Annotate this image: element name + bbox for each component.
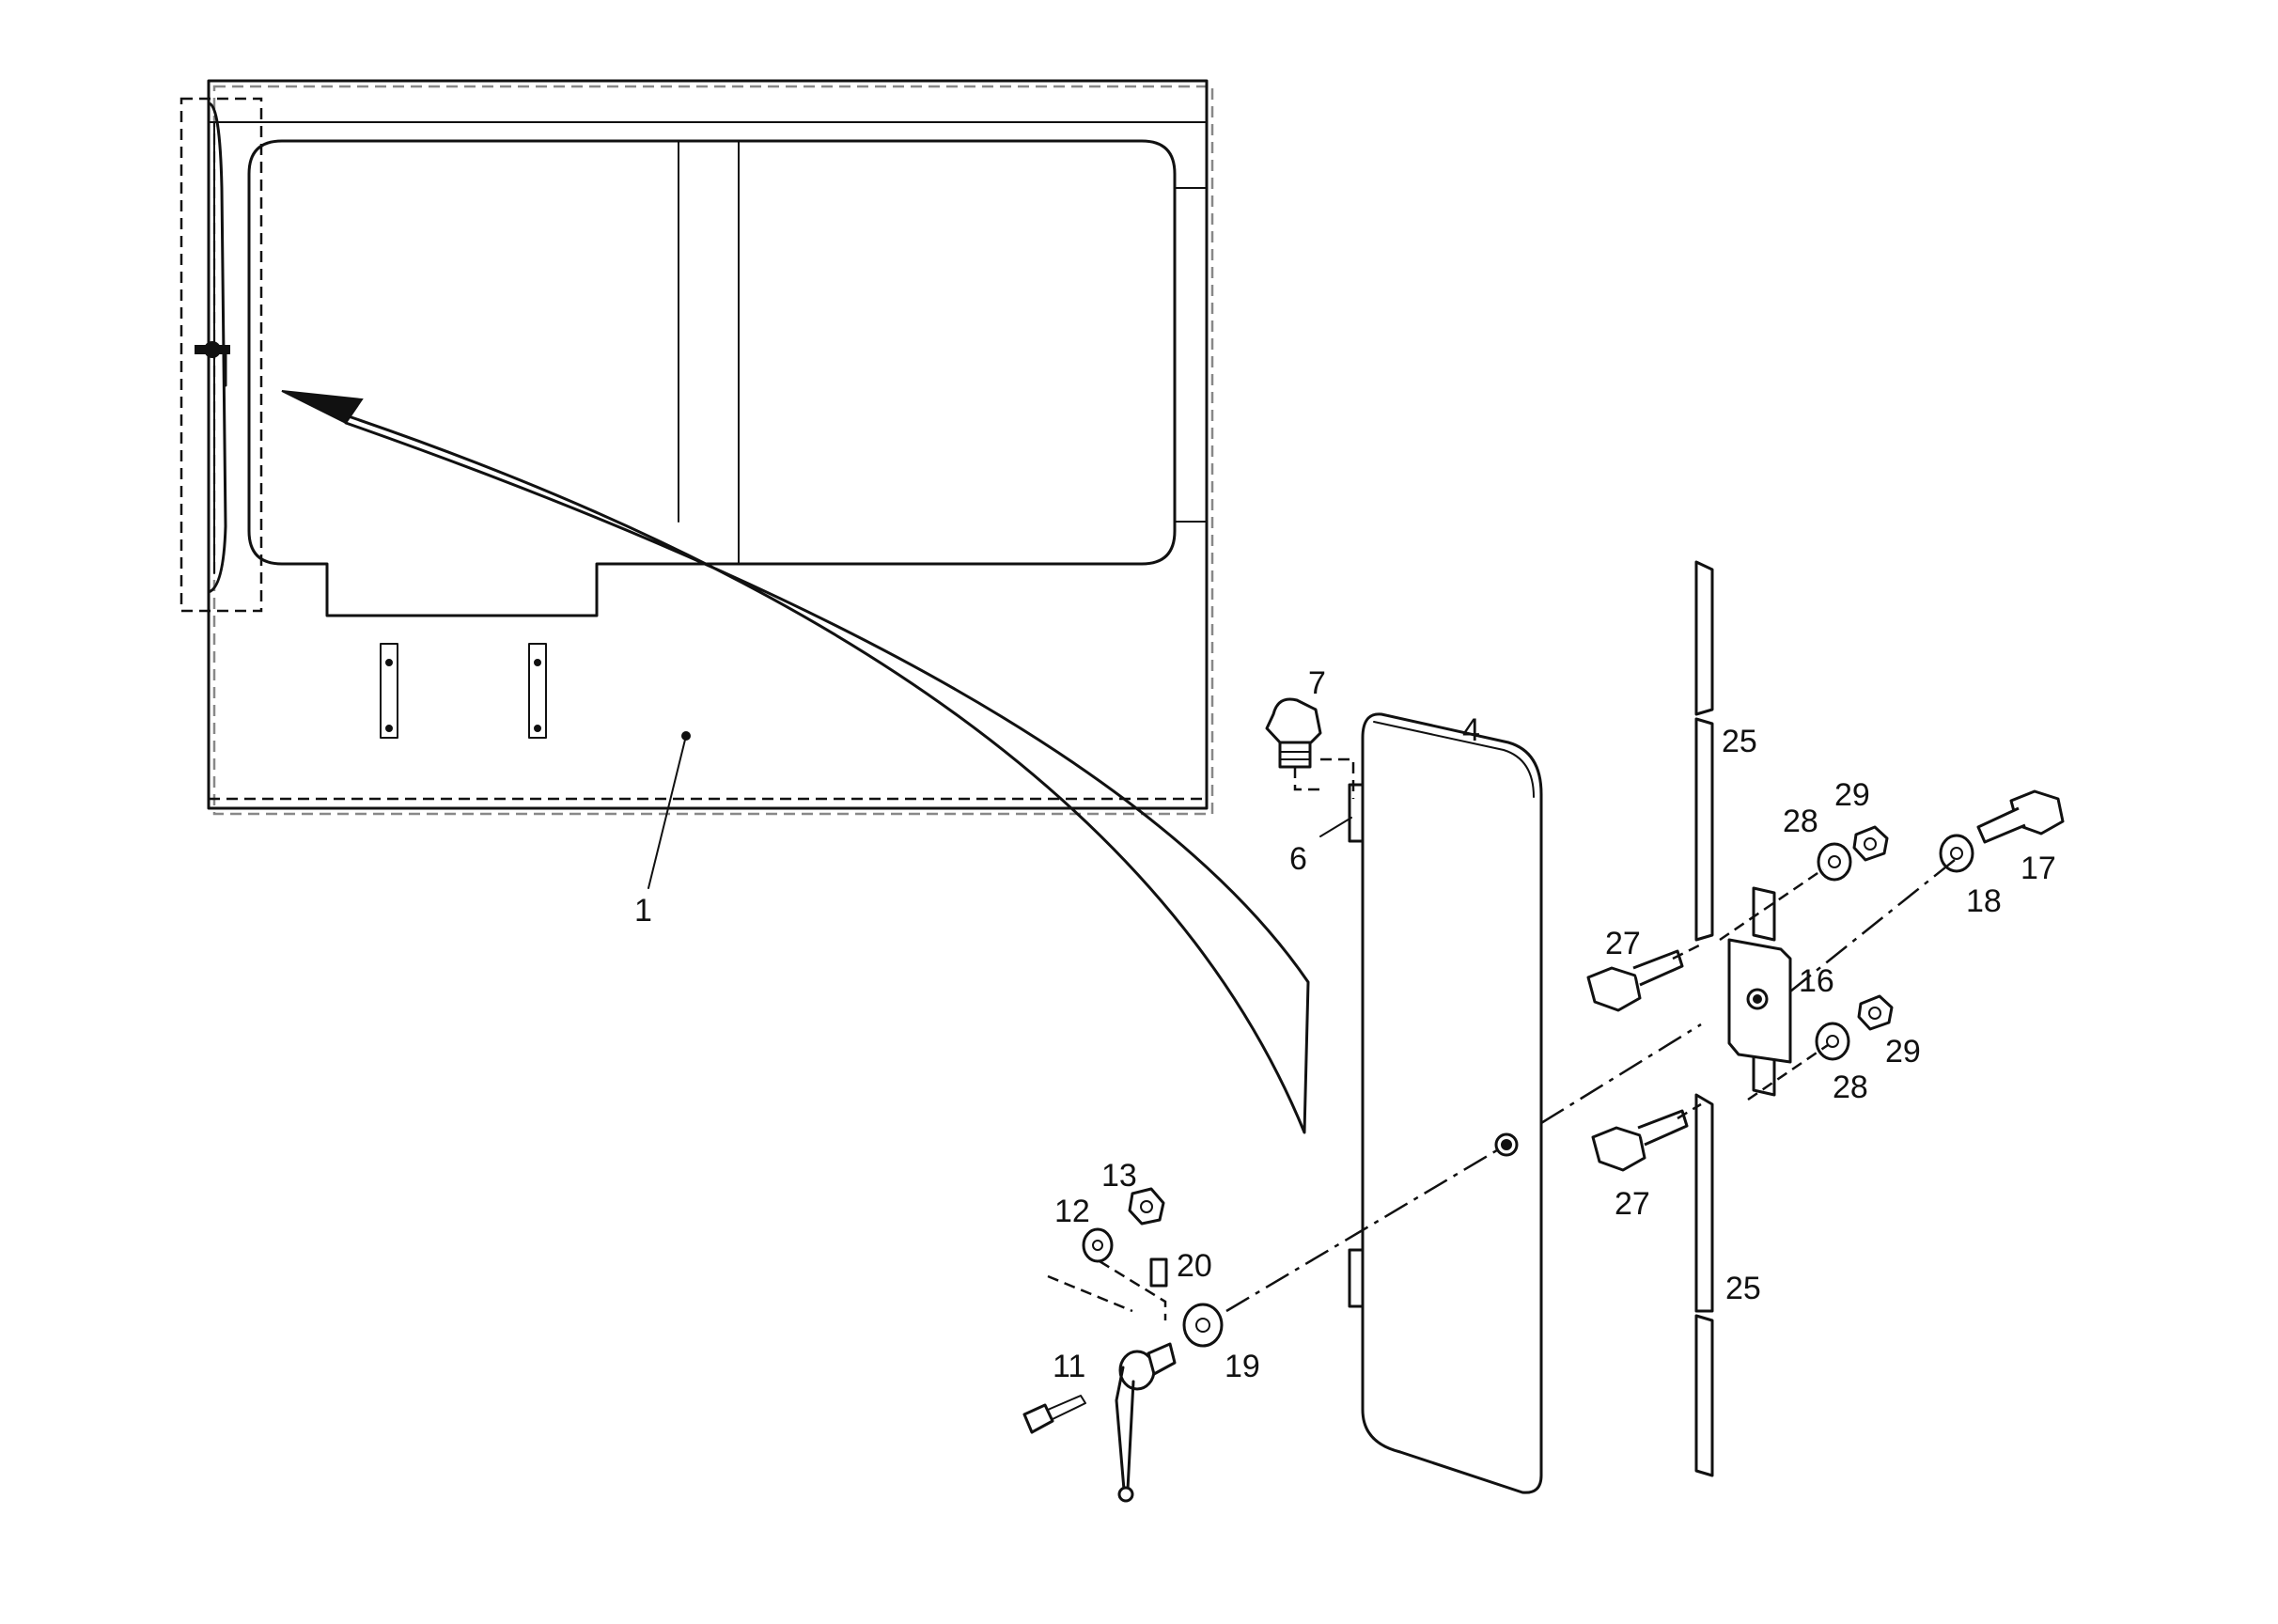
washers-and-nuts — [1815, 825, 1974, 1061]
callout-28-upper: 28 — [1783, 804, 1818, 839]
callout-28-lower: 28 — [1833, 1070, 1868, 1105]
leader-1 — [648, 735, 687, 889]
callout-6: 6 — [1289, 841, 1307, 877]
callout-7: 7 — [1308, 665, 1326, 701]
lock-body — [1727, 886, 1792, 1097]
callout-19: 19 — [1225, 1349, 1260, 1384]
callout-18: 18 — [1966, 883, 2002, 919]
door-panel — [1348, 712, 1543, 1494]
callout-27-upper: 27 — [1605, 926, 1641, 961]
lock-bars — [1694, 560, 1714, 1477]
bolt-lower — [1591, 1109, 1689, 1172]
callout-13: 13 — [1101, 1158, 1137, 1194]
bolt-right — [1976, 789, 2065, 844]
vehicle-side-panel — [207, 79, 1214, 816]
callout-1: 1 — [634, 893, 652, 929]
callout-25-lower: 25 — [1725, 1271, 1761, 1306]
callout-4: 4 — [1462, 712, 1480, 748]
assembly-centerlines — [1225, 859, 1956, 1313]
callout-16: 16 — [1799, 963, 1834, 999]
callout-labels: 1 4 6 7 11 12 13 16 17 18 19 20 25 25 27… — [634, 665, 2056, 1384]
location-arrow — [281, 390, 1310, 1134]
callout-29-upper: 29 — [1834, 777, 1870, 813]
callout-27-lower: 27 — [1615, 1186, 1650, 1222]
bolt-upper — [1586, 949, 1684, 1012]
door-edge-detail — [179, 97, 263, 613]
callout-17: 17 — [2021, 851, 2056, 886]
callout-12: 12 — [1054, 1194, 1090, 1229]
callout-25-upper: 25 — [1722, 724, 1757, 759]
callout-11: 11 — [1053, 1349, 1085, 1384]
grease-nipple — [1265, 697, 1355, 799]
callout-29-lower: 29 — [1885, 1034, 1921, 1070]
callout-20: 20 — [1177, 1248, 1212, 1284]
lock-cylinder-assembly — [1022, 1187, 1224, 1503]
leader-6 — [1319, 817, 1352, 837]
